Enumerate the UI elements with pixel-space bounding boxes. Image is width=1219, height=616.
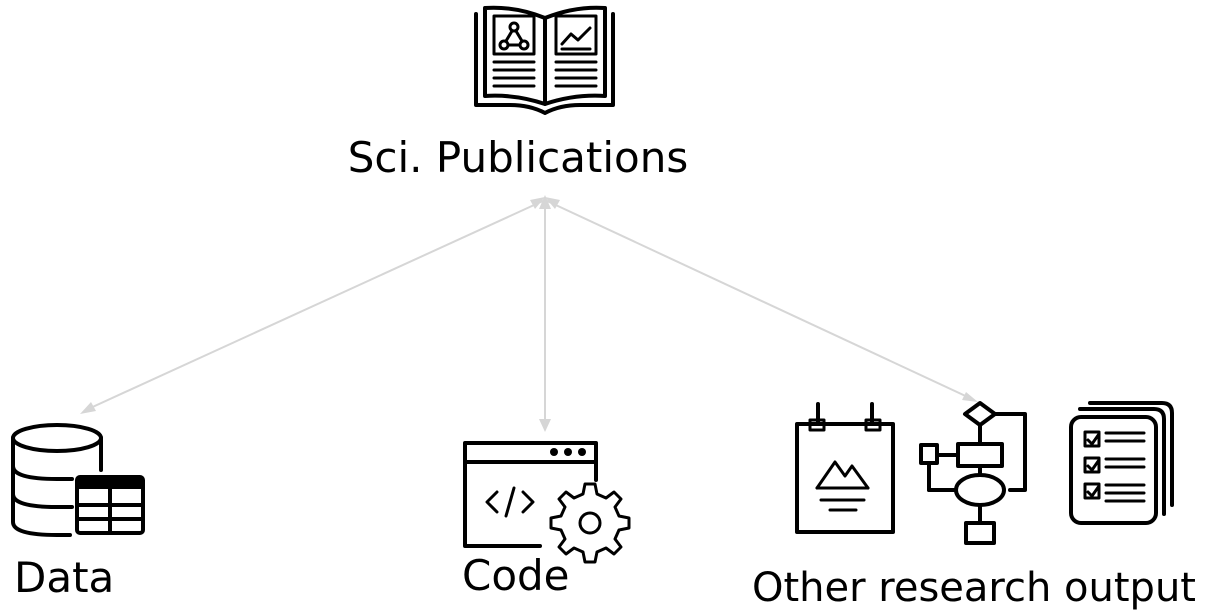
poster-icon — [795, 402, 895, 534]
database-table-icon — [11, 423, 145, 537]
flowchart-icon — [919, 401, 1027, 545]
arrowhead-data — [80, 402, 96, 414]
checklist-documents-icon — [1069, 401, 1174, 525]
edge-publications-other — [544, 199, 973, 400]
arrowhead-code — [539, 419, 551, 432]
code-window-gear-icon — [463, 441, 631, 564]
other-output-label: Other research output — [752, 565, 1196, 611]
code-label: Code — [462, 551, 570, 600]
connectors — [80, 195, 978, 432]
arrowhead-publications-right — [545, 197, 560, 209]
arrowhead-other — [962, 392, 978, 402]
data-label: Data — [14, 553, 114, 602]
open-book-icon — [474, 5, 615, 115]
edge-publications-data — [85, 199, 546, 411]
arrowhead-publications-left — [530, 197, 545, 209]
publications-label: Sci. Publications — [348, 133, 689, 182]
arrowhead-publications-center — [539, 195, 551, 209]
